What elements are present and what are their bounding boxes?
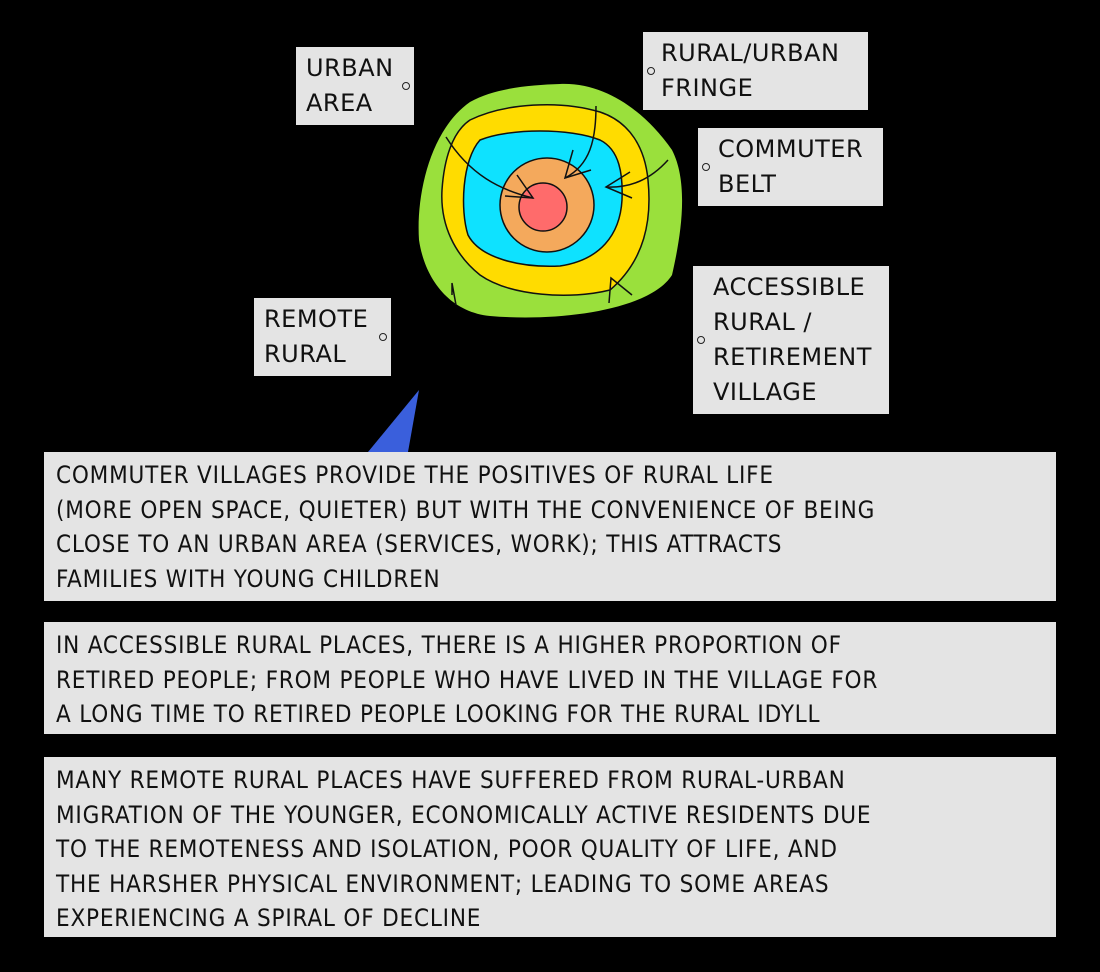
label-text: VILLAGE [713,378,818,406]
label-text: AREA [306,89,373,117]
label-text: RETIREMENT [713,343,872,371]
box-line: IN ACCESSIBLE RURAL PLACES, THERE IS A H… [56,631,842,659]
label-remote-rural: REMOTE RURAL [254,298,391,376]
box-line: COMMUTER VILLAGES PROVIDE THE POSITIVES … [56,461,774,489]
box-line: MANY REMOTE RURAL PLACES HAVE SUFFERED F… [56,766,846,794]
label-text: REMOTE [264,305,369,333]
box-line: RETIRED PEOPLE; FROM PEOPLE WHO HAVE LIV… [56,665,879,694]
box-line: FAMILIES WITH YOUNG CHILDREN [56,564,441,593]
pin-icon [402,82,410,90]
label-text: COMMUTER [718,135,864,163]
label-text: FRINGE [661,74,754,102]
box-line: EXPERIENCING A SPIRAL OF DECLINE [56,904,482,932]
label-text: BELT [718,170,777,198]
pin-icon [647,67,655,75]
pin-icon [697,336,705,344]
label-text: URBAN [306,54,394,82]
label-text: RURAL [264,340,347,368]
info-box-remote-rural: MANY REMOTE RURAL PLACES HAVE SUFFERED F… [44,757,1056,937]
box-line: TO THE REMOTENESS AND ISOLATION, POOR QU… [56,835,838,863]
info-box-accessible-rural: IN ACCESSIBLE RURAL PLACES, THERE IS A H… [44,622,1056,734]
info-box-commuter-villages: COMMUTER VILLAGES PROVIDE THE POSITIVES … [44,452,1056,601]
box-line: (MORE OPEN SPACE, QUIETER) BUT WITH THE … [56,495,876,524]
label-text: RURAL / [713,308,812,336]
arrows [445,105,669,306]
label-commuter-belt: COMMUTER BELT [698,128,883,206]
pointer-triangle [368,390,419,452]
label-text: RURAL/URBAN [661,39,840,67]
box-line: MIGRATION OF THE YOUNGER, ECONOMICALLY A… [56,800,872,829]
pin-icon [379,333,387,341]
label-urban-area: URBAN AREA [296,47,414,125]
label-accessible-rural: ACCESSIBLE RURAL / RETIREMENT VILLAGE [693,266,889,414]
zone-urban-area [518,182,568,232]
label-text: ACCESSIBLE [713,273,866,301]
box-line: A LONG TIME TO RETIRED PEOPLE LOOKING FO… [56,700,821,728]
box-line: CLOSE TO AN URBAN AREA (SERVICES, WORK);… [56,530,783,558]
label-rural-urban-fringe: RURAL/URBAN FRINGE [643,32,868,110]
pin-icon [702,163,710,171]
box-line: THE HARSHER PHYSICAL ENVIRONMENT; LEADIN… [56,869,830,898]
